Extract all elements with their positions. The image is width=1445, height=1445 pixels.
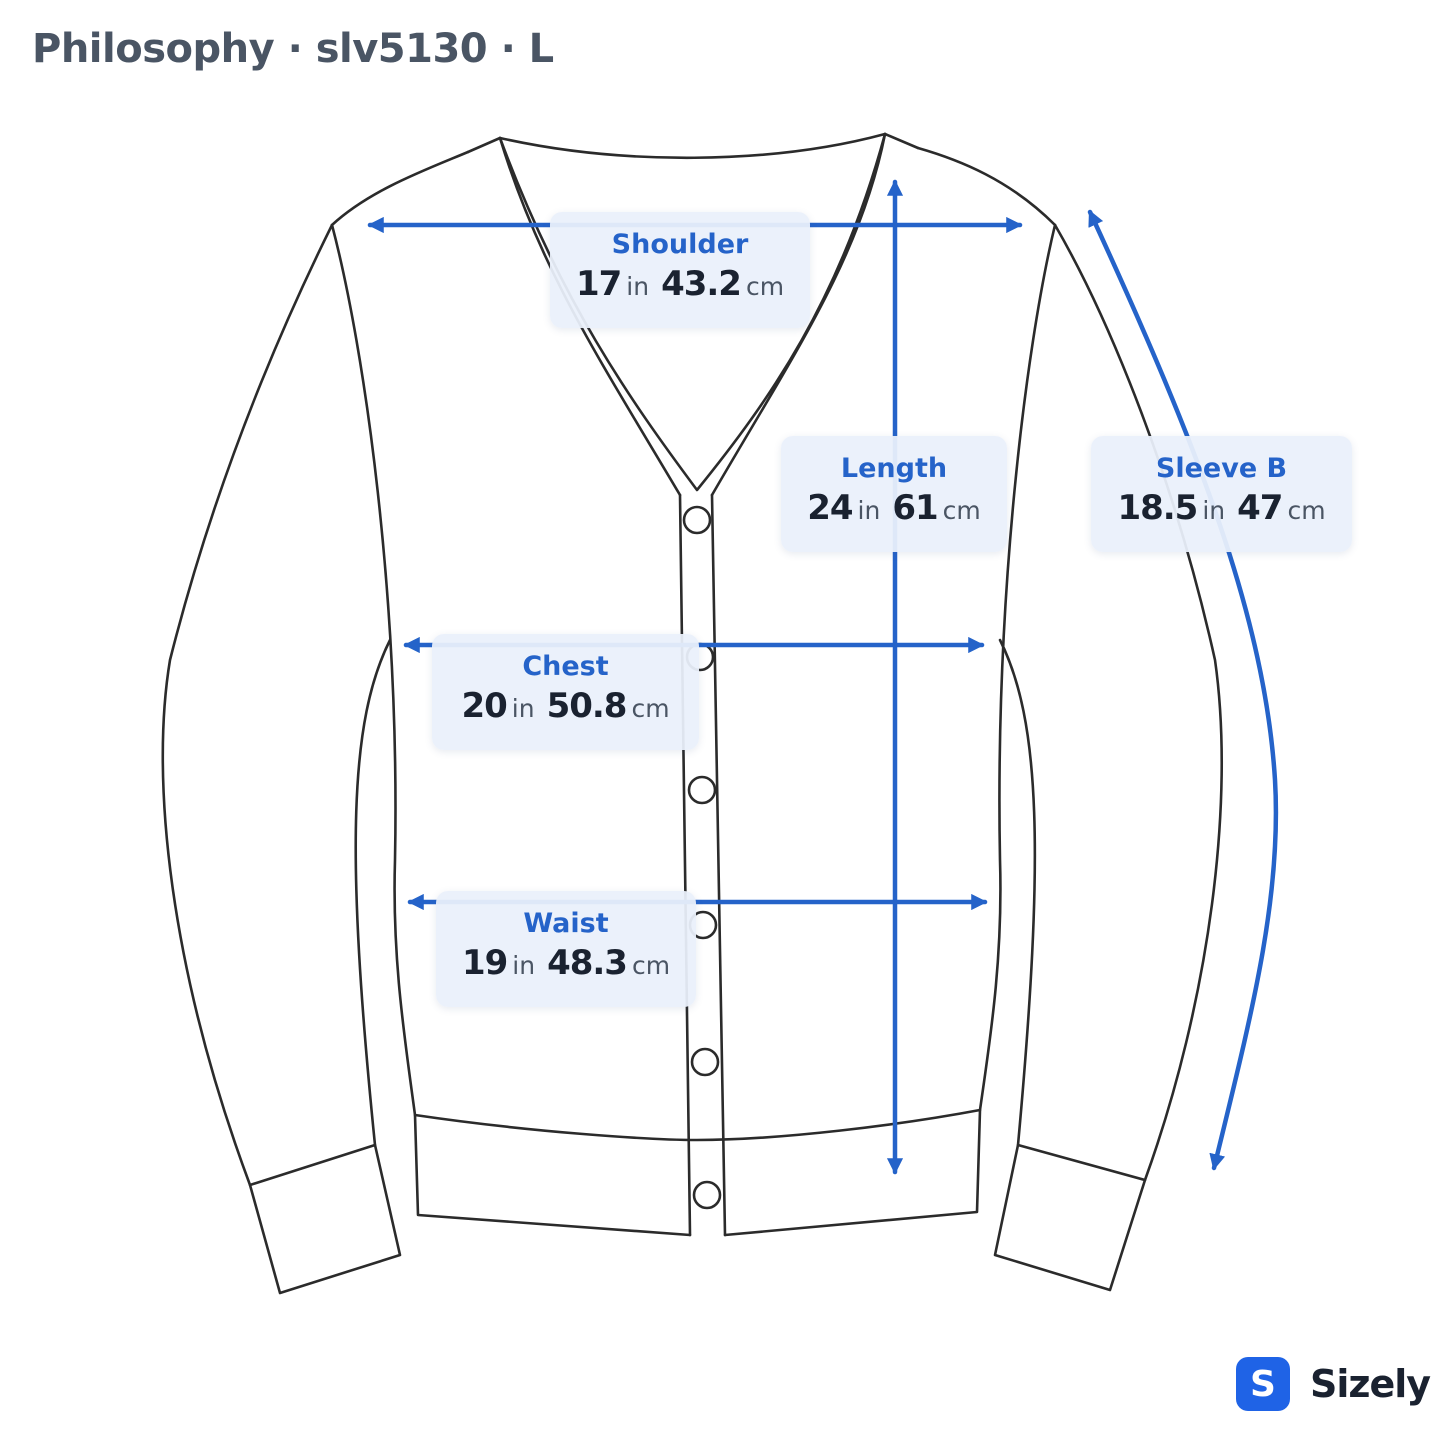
page-title: Philosophy · slv5130 · L bbox=[32, 26, 554, 72]
button bbox=[692, 1180, 722, 1210]
cm-value: 50.8 bbox=[546, 686, 628, 726]
body-outline-right bbox=[723, 223, 1057, 1237]
cm-unit: cm bbox=[631, 694, 670, 723]
measurement-name: Shoulder bbox=[611, 229, 749, 260]
brand-name: Sizely bbox=[1310, 1362, 1431, 1406]
cm-value: 61 bbox=[892, 488, 938, 528]
measurement-name: Sleeve B bbox=[1155, 453, 1288, 484]
left-shoulder bbox=[330, 150, 470, 227]
button bbox=[690, 1047, 720, 1077]
cm-unit: cm bbox=[745, 272, 785, 301]
measurement-name: Waist bbox=[523, 908, 609, 939]
inch-unit: in bbox=[511, 694, 535, 723]
inch-value: 20 bbox=[461, 686, 507, 726]
cm-value: 47 bbox=[1237, 488, 1283, 528]
measurement-name: Length bbox=[840, 453, 948, 484]
inch-unit: in bbox=[1202, 496, 1226, 525]
cm-unit: cm bbox=[942, 496, 981, 525]
measurement-name: Chest bbox=[522, 651, 609, 682]
cm-unit: cm bbox=[1287, 496, 1326, 525]
inch-value: 19 bbox=[461, 943, 508, 983]
right-cuff-outline bbox=[993, 1143, 1147, 1292]
inch-unit: in bbox=[626, 272, 650, 301]
button bbox=[682, 505, 712, 535]
right-sleeve-outline bbox=[998, 223, 1223, 1182]
button bbox=[687, 775, 717, 805]
inch-unit: in bbox=[857, 496, 881, 525]
cm-value: 48.3 bbox=[547, 943, 628, 983]
right-shoulder bbox=[916, 146, 1057, 227]
sleeve-arrow bbox=[1087, 209, 1279, 1171]
left-cuff-outline bbox=[248, 1143, 402, 1295]
brand-watermark: S Sizely bbox=[1236, 1356, 1431, 1412]
inch-value: 17 bbox=[575, 264, 622, 304]
inch-value: 24 bbox=[807, 488, 853, 528]
body-outline-left bbox=[330, 223, 692, 1237]
left-sleeve-outline bbox=[161, 223, 392, 1187]
cm-unit: cm bbox=[631, 951, 671, 980]
cm-value: 43.2 bbox=[661, 264, 742, 304]
placket bbox=[678, 493, 727, 1237]
brand-logo-icon: S bbox=[1236, 1357, 1290, 1411]
inch-unit: in bbox=[512, 951, 536, 980]
inch-value: 18.5 bbox=[1117, 488, 1198, 528]
back-neck bbox=[498, 132, 887, 160]
